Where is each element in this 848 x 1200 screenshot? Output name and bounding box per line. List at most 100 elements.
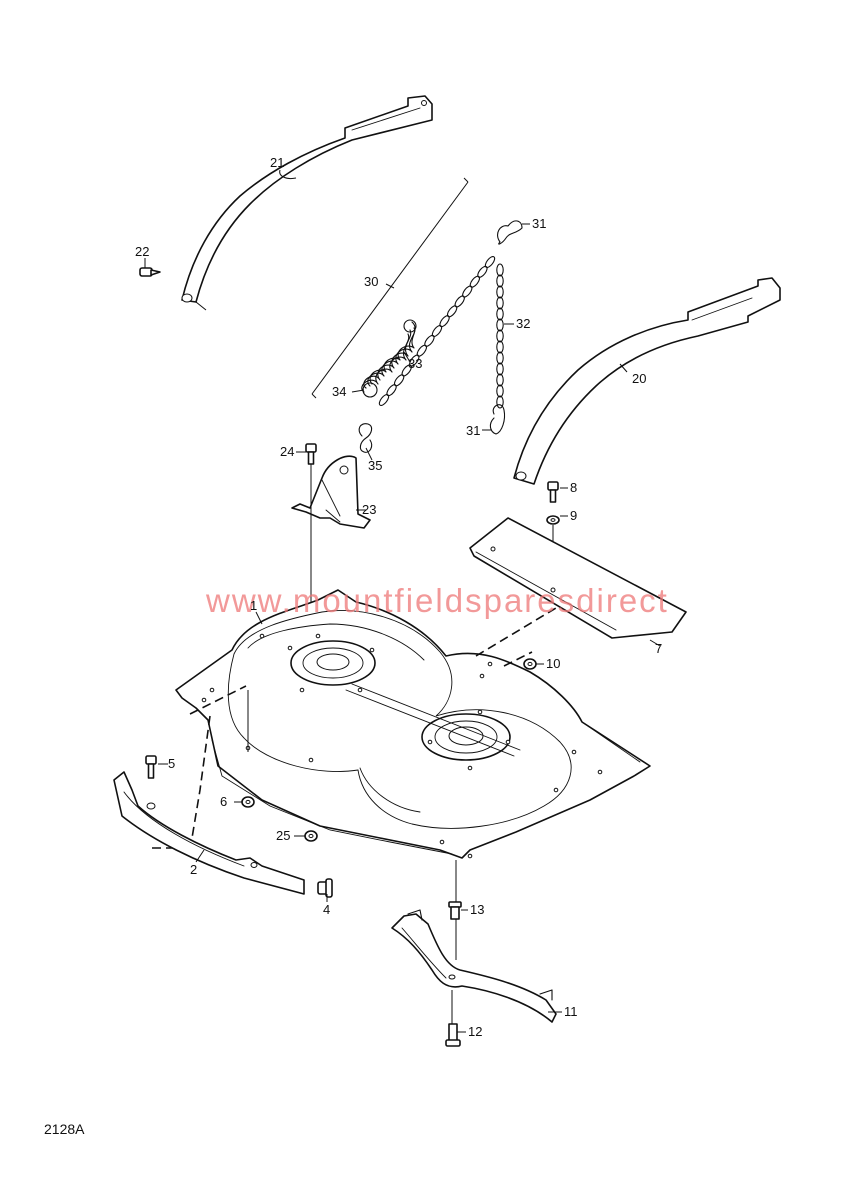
callout-8: 8 xyxy=(570,480,577,495)
callout-12: 12 xyxy=(468,1024,482,1039)
callout-31-top: 31 xyxy=(532,216,546,231)
s-hook-31-top xyxy=(497,220,523,245)
bolt-12 xyxy=(445,1023,461,1047)
chain-link xyxy=(409,354,420,367)
mount-hole xyxy=(479,673,485,679)
callout-32: 32 xyxy=(516,316,530,331)
nut-25 xyxy=(304,830,318,842)
callout-33: 33 xyxy=(408,356,422,371)
callout-21: 21 xyxy=(270,155,284,170)
callout-10: 10 xyxy=(546,656,560,671)
chain-link xyxy=(393,374,405,387)
chain-link xyxy=(496,307,504,321)
chain-link xyxy=(386,384,397,397)
nut-10 xyxy=(523,658,537,670)
callout-23: 23 xyxy=(362,502,376,517)
chain-link xyxy=(431,325,443,337)
watermark-text: www.mountfieldsparesdirect xyxy=(205,582,669,619)
chain-link xyxy=(484,256,496,268)
callout-leaders xyxy=(144,169,661,1033)
callout-7: 7 xyxy=(655,641,662,656)
kit-bracket-30 xyxy=(311,177,469,399)
callout-20: 20 xyxy=(632,371,646,386)
mount-hole xyxy=(357,687,363,693)
chain-link xyxy=(439,315,450,328)
mount-hole xyxy=(439,839,445,845)
chain-32 xyxy=(496,263,504,409)
chain-link xyxy=(496,263,504,277)
callout-9: 9 xyxy=(570,508,577,523)
drawing-reference-code: 2128A xyxy=(44,1121,85,1137)
nut-6 xyxy=(241,796,255,808)
chain-link xyxy=(416,344,428,357)
pin-22 xyxy=(139,267,161,277)
callout-1: 1 xyxy=(250,598,257,613)
mount-hole xyxy=(553,787,559,793)
callout-35: 35 xyxy=(368,458,382,473)
mount-hole xyxy=(259,633,265,639)
chain-link xyxy=(462,285,473,298)
mount-hole xyxy=(308,757,314,763)
mount-hole xyxy=(597,769,603,775)
callout-11: 11 xyxy=(564,1004,578,1019)
mount-hole xyxy=(299,687,305,693)
bumper-bar-2 xyxy=(113,771,305,895)
callout-25: 25 xyxy=(276,828,290,843)
bolt-8 xyxy=(547,481,559,503)
callout-2: 2 xyxy=(190,862,197,877)
blade-11 xyxy=(391,909,557,1023)
chain-link xyxy=(469,275,481,288)
callout-22: 22 xyxy=(135,244,149,259)
end-cap-4 xyxy=(317,878,333,898)
mount-hole xyxy=(505,739,511,745)
mount-hole xyxy=(427,739,433,745)
hanger-bracket-23 xyxy=(291,455,371,529)
chain-33 xyxy=(378,256,496,406)
chain-link xyxy=(496,351,504,365)
chain-link xyxy=(424,334,435,347)
callout-13: 13 xyxy=(470,902,484,917)
chain-link xyxy=(378,394,390,406)
lift-arm-20 xyxy=(513,277,781,485)
s-hook-35 xyxy=(358,423,373,453)
chain-link xyxy=(496,340,504,354)
chain-link xyxy=(496,318,504,332)
chain-link xyxy=(496,362,504,376)
mount-hole xyxy=(477,709,483,715)
cutting-deck-1 xyxy=(175,589,651,859)
mount-hole xyxy=(487,661,493,667)
bolt-5 xyxy=(145,755,157,779)
callout-31-bottom: 31 xyxy=(466,423,480,438)
mount-hole xyxy=(369,647,375,653)
plate-7 xyxy=(469,517,687,639)
chain-link xyxy=(496,384,504,398)
chain-link xyxy=(496,395,504,409)
callout-5: 5 xyxy=(168,756,175,771)
mount-hole xyxy=(201,697,207,703)
chain-link xyxy=(496,296,504,310)
callout-4: 4 xyxy=(323,902,330,917)
callout-30: 30 xyxy=(364,274,378,289)
chain-link xyxy=(496,373,504,387)
mount-hole xyxy=(315,633,321,639)
chain-link xyxy=(446,305,458,318)
chain-link xyxy=(454,295,465,308)
chain-link xyxy=(401,364,412,377)
callout-34: 34 xyxy=(332,384,346,399)
chain-link xyxy=(496,274,504,288)
mount-hole xyxy=(571,749,577,755)
callout-6: 6 xyxy=(220,794,227,809)
mount-hole xyxy=(209,687,215,693)
chain-link xyxy=(477,265,488,278)
chain-link xyxy=(496,329,504,343)
mount-hole xyxy=(467,765,473,771)
mount-hole xyxy=(287,645,293,651)
callout-24: 24 xyxy=(280,444,294,459)
mount-hole xyxy=(467,853,473,859)
spacer-13 xyxy=(448,901,462,920)
assembly-guides xyxy=(152,607,557,1024)
s-hook-31-bottom xyxy=(489,404,506,435)
lift-arm-21 xyxy=(181,95,433,311)
chain-link xyxy=(496,285,504,299)
